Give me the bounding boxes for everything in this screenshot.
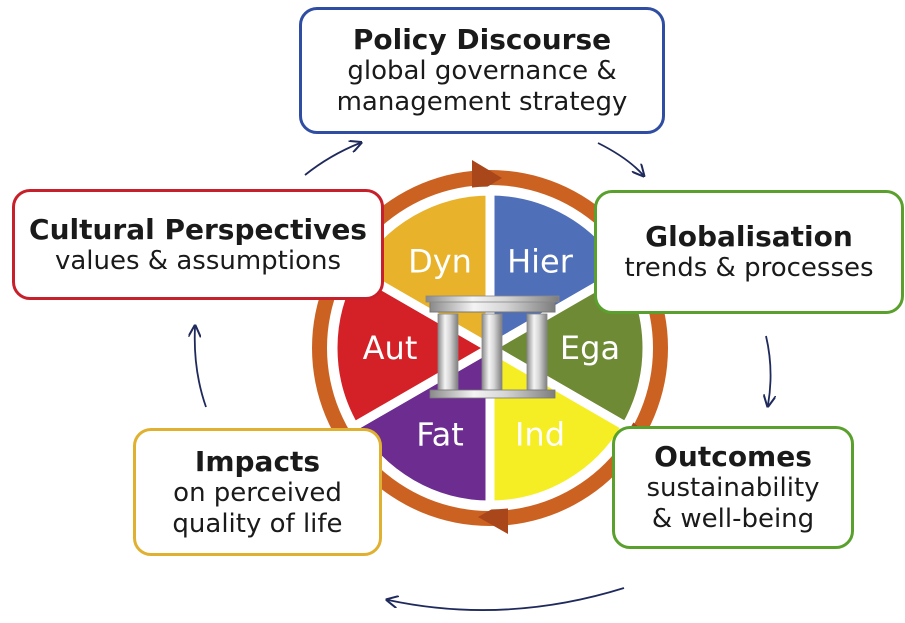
cycle-arrow-cultural-to-policy xyxy=(304,143,360,176)
cultural-perspectives-line-1: values & assumptions xyxy=(54,245,342,276)
segment-label-ind: Ind xyxy=(515,416,565,454)
segment-label-dyn: Dyn xyxy=(408,242,472,280)
policy-discourse-title: Policy Discourse xyxy=(352,23,612,57)
impacts-line-1: on perceived xyxy=(173,477,342,508)
globalisation-line-1: trends & processes xyxy=(624,253,874,284)
greek-columns-icon xyxy=(425,295,560,399)
outcomes-line-1: sustainability xyxy=(646,473,820,504)
cultural-perspectives-box: Cultural Perspectives values & assumptio… xyxy=(12,189,384,300)
segment-label-hier: Hier xyxy=(507,242,574,280)
cycle-arrow-impacts-to-cultural xyxy=(195,327,207,408)
outcomes-title: Outcomes xyxy=(654,440,812,474)
impacts-box: Impacts on perceived quality of life xyxy=(133,428,382,556)
impacts-line-2: quality of life xyxy=(172,508,343,539)
segment-label-aut: Aut xyxy=(363,329,418,367)
cycle-arrow-policy-to-globalisation xyxy=(597,142,643,175)
cycle-arrow-outcomes-to-impacts xyxy=(388,587,625,611)
policy-discourse-box: Policy Discourse global governance & man… xyxy=(299,7,665,134)
outcomes-box: Outcomes sustainability & well-being xyxy=(612,426,854,549)
policy-discourse-line-2: management strategy xyxy=(336,87,628,118)
outcomes-line-2: & well-being xyxy=(651,504,815,535)
globalisation-box: Globalisation trends & processes xyxy=(594,190,904,314)
policy-discourse-line-1: global governance & xyxy=(347,56,617,87)
impacts-title: Impacts xyxy=(194,444,321,478)
globalisation-title: Globalisation xyxy=(645,220,853,254)
segment-label-fat: Fat xyxy=(416,416,464,454)
segment-label-ega: Ega xyxy=(560,329,620,367)
cultural-perspectives-title: Cultural Perspectives xyxy=(29,212,367,246)
cycle-arrow-globalisation-to-outcomes xyxy=(766,335,771,405)
